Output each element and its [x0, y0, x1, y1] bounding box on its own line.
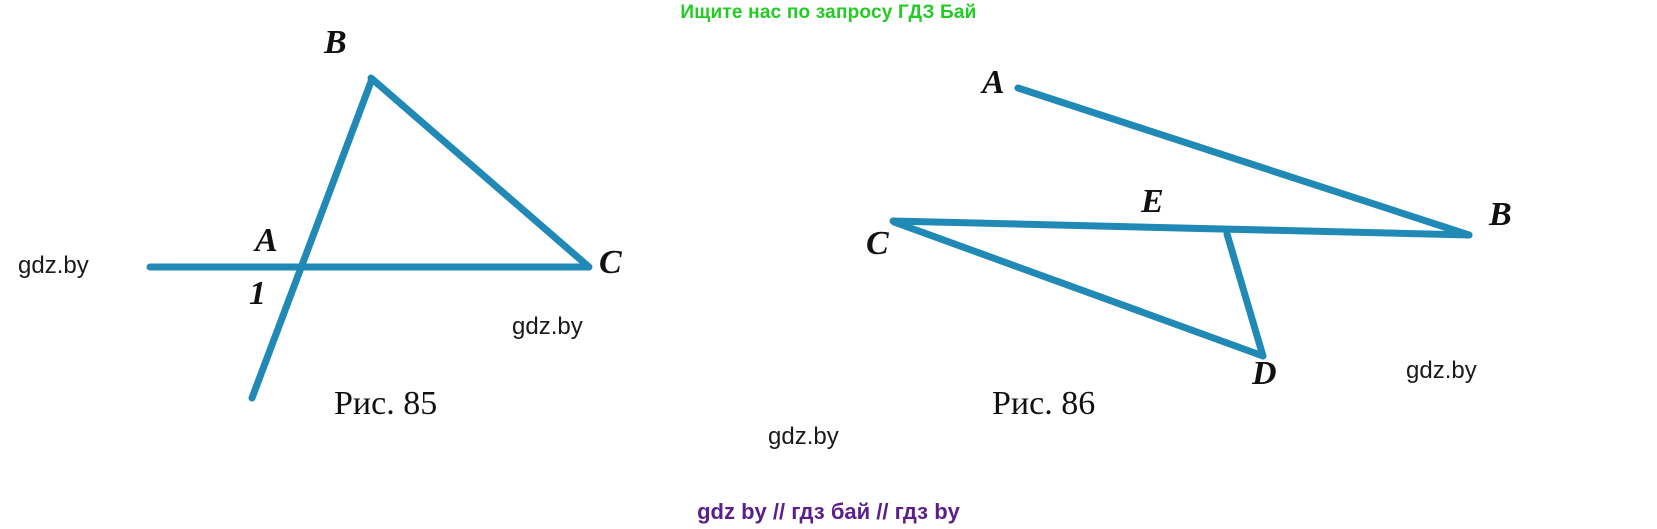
point-label-fig85-A: A: [255, 222, 278, 259]
figure-86-caption: Рис. 86: [992, 385, 1096, 422]
point-label-fig86-A: A: [982, 64, 1005, 101]
promo-text-bottom: gdz by // гдз бай // гдз by: [697, 499, 960, 524]
point-label-fig85-B: B: [324, 24, 347, 61]
point-label-fig85-C: C: [599, 244, 622, 281]
segment-BC: [367, 74, 593, 271]
figure-85-caption: Рис. 85: [334, 385, 438, 422]
point-label-fig86-E: E: [1141, 183, 1164, 220]
watermark-left: gdz.by: [18, 252, 89, 279]
promo-text-top: Ищите нас по запросу ГДЗ Бай: [680, 2, 977, 23]
watermark-fig85: gdz.by: [512, 313, 583, 340]
angle-label-fig85-1: 1: [249, 275, 266, 312]
point-label-fig86-C: C: [866, 225, 889, 262]
watermark-right: gdz.by: [1406, 357, 1477, 384]
segment-CB: [889, 217, 1473, 239]
segment-CD: [890, 218, 1267, 360]
watermark-center: gdz.by: [768, 423, 839, 450]
point-label-fig86-B: B: [1489, 196, 1512, 233]
point-label-fig86-D: D: [1252, 355, 1277, 392]
segment-ED: [1223, 230, 1267, 360]
segment-BA-extended: [248, 75, 376, 402]
segment-AB: [1014, 84, 1473, 239]
